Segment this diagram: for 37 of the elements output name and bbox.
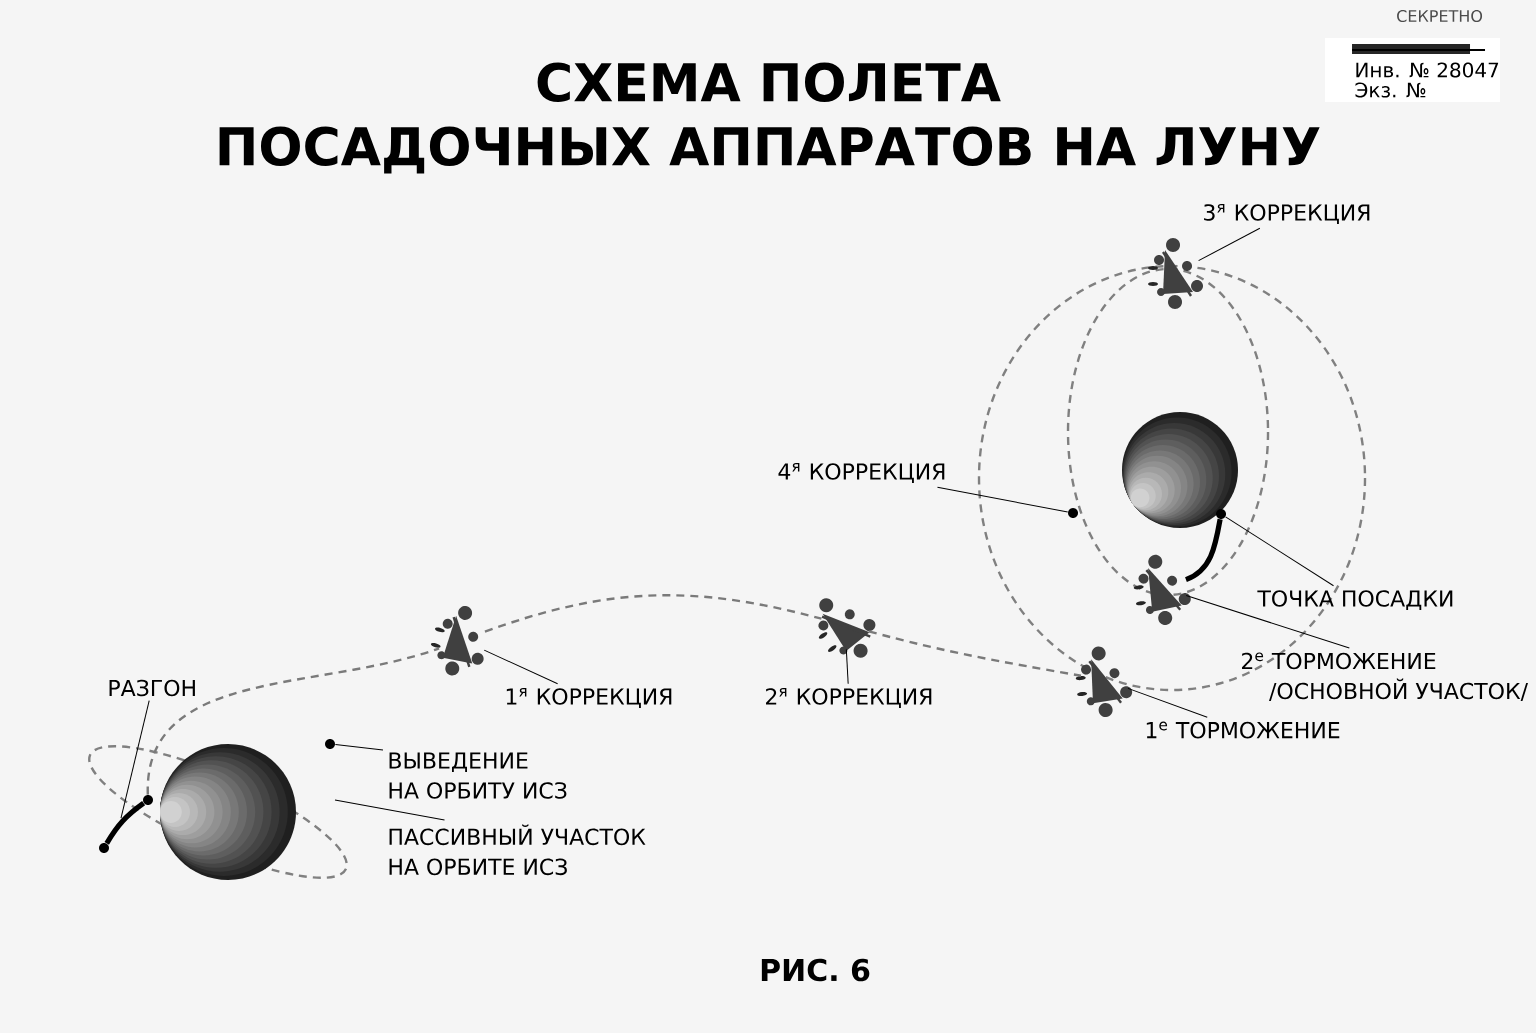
- earth-drawing: [160, 744, 296, 880]
- callout-text: 4$^{я}$ КОРРЕКЦИЯ: [778, 463, 945, 483]
- lander-drawing: [1148, 238, 1203, 309]
- callout-text: 3$^{я}$ КОРРЕКЦИЯ: [1204, 204, 1370, 224]
- trajectory-path: [484, 594, 822, 633]
- caption: РИС. 6: [761, 958, 870, 982]
- callout-text: ПАССИВНЫЙ УЧАСТОК НА ОРБИТЕ ИСЗ: [389, 824, 646, 876]
- leader-line: [334, 744, 384, 751]
- leader-line: [1185, 595, 1350, 649]
- lander-drawing: [430, 605, 484, 676]
- lander-drawing: [1075, 646, 1133, 718]
- leader-line: [1198, 227, 1261, 262]
- callout-text: 1$^{я}$ КОРРЕКЦИЯ: [506, 688, 672, 708]
- leader-line: [936, 486, 1069, 513]
- lander-drawing: [1133, 554, 1191, 625]
- callout-text: ВЫВЕДЕНИЕ НА ОРБИТУ ИСЗ: [389, 752, 567, 799]
- leader-line: [1127, 687, 1208, 718]
- stamp-text: СЕКРЕТНО: [1397, 9, 1483, 23]
- trajectory-path: [868, 630, 1082, 677]
- trajectory-path: [146, 647, 440, 795]
- callout-text: ТОЧКА ПОСАДКИ: [1257, 590, 1453, 610]
- trajectory-arc: [1184, 518, 1223, 583]
- callout-text: 1$^{е}$ ТОРМОЖЕНИЕ: [1146, 721, 1340, 739]
- leader-line: [483, 649, 559, 685]
- callout-text: РАЗГОН: [109, 679, 195, 697]
- leader-line: [334, 799, 446, 821]
- moon-drawing: [1122, 412, 1238, 528]
- callout-text: 2$^{я}$ КОРРЕКЦИЯ: [766, 688, 932, 708]
- leader-line: [120, 700, 150, 819]
- leader-line: [1225, 516, 1334, 587]
- callout-text: 2$^{е}$ ТОРМОЖЕНИЕ /ОСНОВНОЙ УЧАСТОК/: [1242, 652, 1528, 701]
- title: СХЕМА ПОЛЕТА ПОСАДОЧНЫХ АППАРАТОВ НА ЛУНУ: [219, 62, 1320, 174]
- stamp-text: Экз. №: [1355, 82, 1426, 98]
- trajectory-arc: [104, 801, 146, 845]
- lander-drawing: [818, 598, 876, 658]
- stamp-text: Инв. № 28047: [1356, 62, 1499, 78]
- leader-line: [845, 648, 849, 685]
